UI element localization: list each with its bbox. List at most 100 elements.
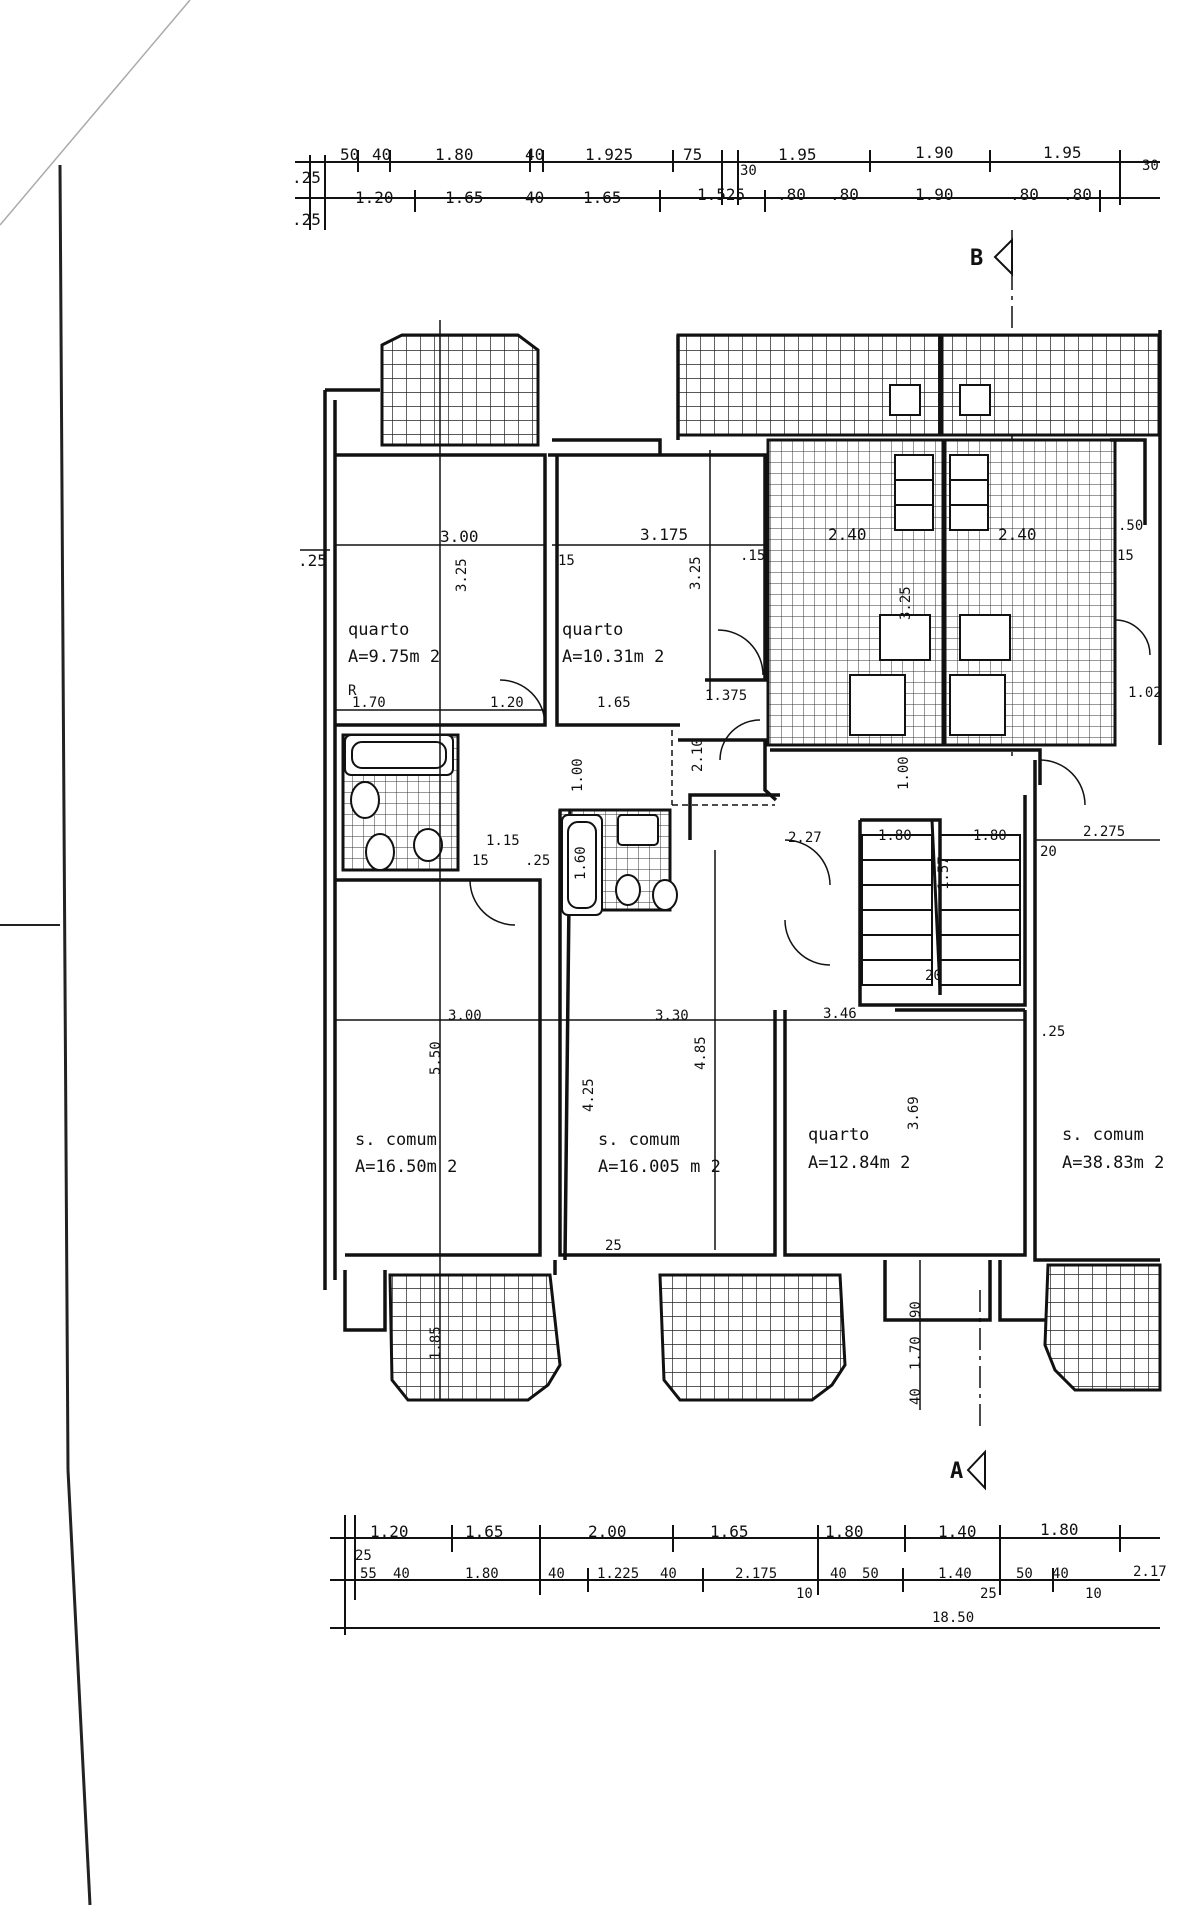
dim-label: 4.85 — [693, 1036, 709, 1070]
top-dim-label: 1.90 — [915, 185, 954, 204]
dim-label: 2.10 — [690, 738, 706, 772]
dim-label: 2.27 — [788, 830, 822, 846]
top-dim-label: 40 — [525, 145, 544, 164]
dim-label: 3.175 — [640, 525, 688, 544]
bottom-dim-label: 1.65 — [465, 1522, 504, 1541]
bottom-dim-label: 40 — [393, 1566, 410, 1582]
top-dim-label: 1.65 — [583, 188, 622, 207]
room-area: A=16.005 m 2 — [598, 1157, 721, 1177]
room-area: A=38.83m 2 — [1062, 1153, 1164, 1173]
room-name: s. comum — [598, 1130, 680, 1150]
room-area: A=12.84m 2 — [808, 1153, 910, 1173]
dim-label: 2.40 — [998, 525, 1037, 544]
bottom-dim-label: 55 — [360, 1566, 377, 1582]
room-area: A=9.75m 2 — [348, 647, 440, 667]
bathroom-fixtures — [344, 734, 678, 916]
top-dim-label: .80 — [830, 185, 859, 204]
room-name: quarto — [808, 1125, 869, 1145]
bottom-dim-label: 2.17 — [1133, 1564, 1167, 1580]
top-dim-label: .25 — [292, 210, 321, 229]
room-area: A=16.50m 2 — [355, 1157, 457, 1177]
top-dim-label: .80 — [1010, 185, 1039, 204]
top-dim-label: 40 — [372, 145, 391, 164]
tiled-areas — [341, 333, 1162, 1402]
room-name: quarto — [562, 620, 623, 640]
top-dim-label: 1.925 — [585, 145, 633, 164]
dim-label: 40 — [908, 1388, 924, 1405]
dim-label: 1.80 — [878, 828, 912, 844]
dim-label: 3.00 — [448, 1008, 482, 1024]
bottom-dim-label: 1.40 — [938, 1522, 977, 1541]
stairs — [861, 819, 1021, 991]
bottom-dim-label: 10 — [1085, 1586, 1102, 1602]
dim-label: 1.80 — [973, 828, 1007, 844]
dim-label: 25 — [605, 1238, 622, 1254]
bottom-dim-label: 1.80 — [465, 1566, 499, 1582]
dim-label: 1.20 — [490, 695, 524, 711]
room-name: quarto — [348, 620, 409, 640]
dim-label: 3.69 — [906, 1096, 922, 1130]
dim-label: 1.15 — [486, 833, 520, 849]
dim-label: 1.02 — [1128, 685, 1162, 701]
dim-label: 20 — [1040, 844, 1057, 860]
room-area: A=10.31m 2 — [562, 647, 664, 667]
top-dim-label: 1.65 — [445, 188, 484, 207]
bottom-dimension-labels: 1.20 1.65 2.00 1.65 1.80 1.40 1.80 25 55… — [355, 1520, 1167, 1626]
dim-label: 5.50 — [428, 1041, 444, 1075]
room-name: s. comum — [1062, 1125, 1144, 1145]
dim-label: 1.00 — [570, 758, 586, 792]
bottom-dim-label: 40 — [830, 1566, 847, 1582]
bottom-dim-label: 40 — [660, 1566, 677, 1582]
bottom-dim-label: 1.20 — [370, 1522, 409, 1541]
dim-label: 15 — [1117, 548, 1134, 564]
dim-label: 1.70 — [352, 695, 386, 711]
dim-label: 1.60 — [573, 846, 589, 880]
bottom-dim-label: 1.80 — [825, 1522, 864, 1541]
top-dim-label: 1.20 — [355, 188, 394, 207]
bottom-dim-label: 25 — [980, 1586, 997, 1602]
walls — [323, 330, 1162, 1332]
top-dim-label: 1.95 — [778, 145, 817, 164]
dim-label: 3.25 — [688, 556, 704, 590]
dim-label: .25 — [525, 853, 550, 869]
bottom-dim-label: 25 — [355, 1548, 372, 1564]
section-label-a: A — [950, 1459, 963, 1484]
dim-label: 15 — [472, 853, 489, 869]
bottom-dim-label: 2.00 — [588, 1522, 627, 1541]
room-name: s. comum — [355, 1130, 437, 1150]
dim-label: 2.275 — [1083, 824, 1125, 840]
section-marker-a: A — [950, 1449, 986, 1491]
dim-label: 1.85 — [428, 1326, 444, 1360]
section-marker-b: B — [970, 230, 1013, 760]
dim-label: 1.70 — [908, 1336, 924, 1370]
dim-label: .25 — [298, 551, 327, 570]
top-dim-label: .80 — [777, 185, 806, 204]
top-dim-label: 30 — [740, 163, 757, 179]
room-labels: quarto A=9.75m 2 quarto A=10.31m 2 s. co… — [348, 620, 1164, 1177]
top-dim-label: 50 — [340, 145, 359, 164]
bottom-dimension-lines — [330, 1515, 1160, 1635]
dim-label: 1.57 — [936, 856, 952, 890]
bottom-dim-label: 40 — [548, 1566, 565, 1582]
top-dim-label: 1.95 — [1043, 143, 1082, 162]
bottom-dim-label: 50 — [862, 1566, 879, 1582]
dim-label: 15 — [558, 553, 575, 569]
top-dim-label: 1.90 — [915, 143, 954, 162]
top-dimension-lines — [295, 150, 1160, 230]
dim-label: 2.40 — [828, 525, 867, 544]
top-dim-label: .80 — [1063, 185, 1092, 204]
dim-label: 3.46 — [823, 1006, 857, 1022]
top-dim-label: 40 — [525, 188, 544, 207]
dim-label: 3.00 — [440, 527, 479, 546]
dim-label: 1.65 — [597, 695, 631, 711]
bottom-dim-label: 10 — [796, 1586, 813, 1602]
internal-dimension-labels: 3.00 3.25 3.175 3.25 .25 15 .15 2.40 2.4… — [298, 518, 1162, 1405]
dim-label: 20 — [925, 968, 942, 984]
section-label-b: B — [970, 246, 983, 271]
top-dimension-labels: 50 40 1.80 40 1.925 75 30 1.95 1.90 1.95… — [292, 143, 1159, 229]
bottom-dim-label: 40 — [1052, 1566, 1069, 1582]
top-dim-label: 1.525 — [697, 185, 745, 204]
dim-label: 1.00 — [896, 756, 912, 790]
top-dim-label: 1.80 — [435, 145, 474, 164]
